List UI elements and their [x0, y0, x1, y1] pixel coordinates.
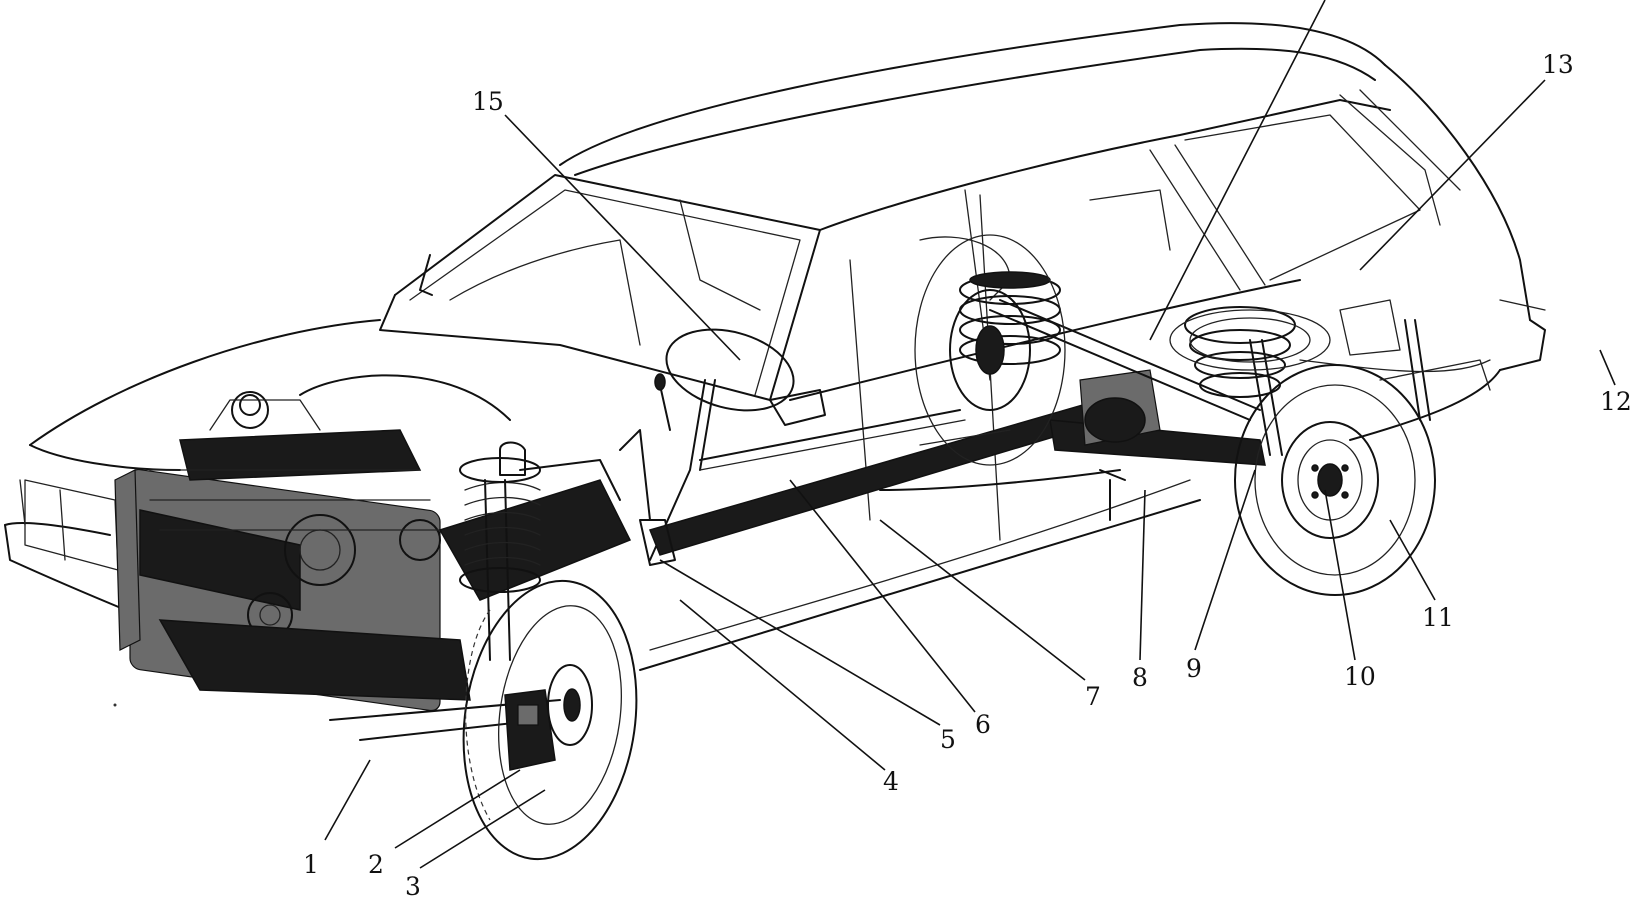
engine-assembly: [114, 374, 632, 712]
callout-2: 2: [368, 850, 384, 879]
callout-1: 1: [303, 850, 319, 879]
callout-10: 10: [1344, 662, 1376, 691]
propeller-shaft: [619, 399, 1121, 566]
leader-7: [879, 519, 1086, 681]
car-body-outline: [4, 22, 1546, 691]
leader-9: [1194, 469, 1256, 651]
steering-wheel: [665, 328, 795, 412]
leader-10: [1324, 489, 1356, 661]
leader-1: [324, 759, 371, 841]
leader-top: [1149, 0, 1326, 341]
callout-leaders: [324, 0, 1616, 869]
callout-8: 8: [1132, 663, 1148, 692]
leader-11: [1389, 519, 1436, 601]
leader-12: [1599, 349, 1616, 386]
leader-13: [1359, 79, 1546, 271]
callout-9: 9: [1186, 654, 1202, 683]
spare-wheel: [1169, 309, 1491, 391]
callout-7: 7: [1085, 682, 1101, 711]
callout-12: 12: [1600, 387, 1632, 416]
rear-axle: [989, 299, 1266, 521]
interior-seats: [449, 189, 1171, 561]
callout-5: 5: [940, 725, 956, 754]
callout-15: 15: [472, 87, 504, 116]
front-wheel: [462, 579, 638, 861]
speck: [113, 703, 117, 707]
leader-2: [394, 769, 521, 849]
leader-4: [679, 599, 886, 771]
leader-6: [789, 479, 976, 713]
leader-5: [659, 559, 941, 726]
leader-8: [1139, 489, 1146, 661]
callout-3: 3: [405, 872, 421, 899]
callout-13: 13: [1542, 50, 1574, 79]
callout-4: 4: [883, 767, 899, 796]
leader-3: [419, 789, 546, 869]
callout-11: 11: [1422, 603, 1454, 632]
rear-wheels: [914, 234, 1436, 596]
callout-labels: 1 2 3 4 5 6 7 8 9 10 11 12 13 15: [303, 50, 1632, 899]
callout-6: 6: [975, 710, 991, 739]
leader-15: [504, 114, 741, 361]
